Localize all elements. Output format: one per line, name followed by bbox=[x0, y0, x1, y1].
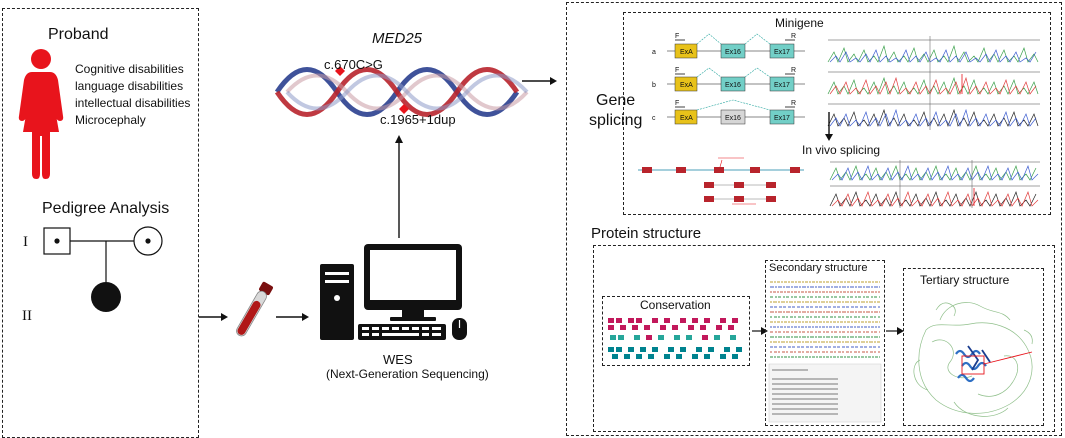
svg-text:Ex16: Ex16 bbox=[725, 82, 741, 89]
generation-I-label: I bbox=[23, 234, 28, 250]
father-carrier-dot bbox=[54, 238, 60, 244]
in-vivo-schematic bbox=[638, 157, 804, 205]
dna-helix bbox=[274, 66, 529, 117]
svg-text:R: R bbox=[791, 100, 796, 107]
variant-1-label: c.670C>G bbox=[324, 57, 383, 72]
gene-name: MED25 bbox=[372, 30, 423, 47]
conservation-title: Conservation bbox=[640, 298, 711, 312]
tertiary-structure-model bbox=[913, 302, 1033, 417]
svg-text:F: F bbox=[675, 100, 679, 107]
right-panel bbox=[566, 2, 1062, 436]
variant-2-marker bbox=[399, 104, 409, 114]
blood-tube-icon bbox=[236, 281, 273, 337]
svg-text:Ex17: Ex17 bbox=[774, 115, 790, 122]
pedigree-title: Pedigree Analysis bbox=[42, 200, 170, 217]
svg-text:b: b bbox=[652, 82, 656, 89]
gene-splicing-title-2: splicing bbox=[589, 112, 643, 129]
svg-text:ExA: ExA bbox=[680, 115, 693, 122]
tertiary-highlight-box bbox=[961, 355, 985, 375]
symptom-3: intellectual disabilities bbox=[75, 96, 191, 110]
arrow-to-blood bbox=[199, 313, 228, 321]
arrow-to-secondary bbox=[752, 327, 768, 335]
arrow-to-tertiary bbox=[886, 327, 904, 335]
mother-carrier-dot bbox=[145, 238, 151, 244]
svg-text:F: F bbox=[675, 67, 679, 74]
tertiary-structure-title: Tertiary structure bbox=[920, 273, 1010, 287]
generation-II-label: II bbox=[22, 308, 32, 324]
proband-title: Proband bbox=[48, 26, 109, 43]
pedigree-chart bbox=[43, 226, 163, 312]
row-a-letter: a bbox=[652, 49, 656, 56]
arrow-to-dna bbox=[395, 135, 403, 238]
svg-text:F: F bbox=[675, 33, 679, 40]
svg-text:ExA: ExA bbox=[680, 82, 693, 89]
gene-splicing-title-1: Gene bbox=[596, 92, 636, 109]
minigene-chromatograms bbox=[827, 36, 1040, 130]
secondary-structure-sequence bbox=[768, 281, 882, 423]
arrow-to-analysis bbox=[522, 77, 557, 85]
tertiary-structure-box bbox=[903, 268, 1044, 426]
svg-text:ExA: ExA bbox=[680, 49, 693, 56]
wes-sublabel: (Next-Generation Sequencing) bbox=[326, 367, 489, 381]
in-vivo-chromatograms bbox=[829, 160, 1040, 208]
affected-daughter-circle bbox=[91, 282, 121, 312]
wes-label: WES bbox=[383, 352, 413, 367]
arrow-to-computer bbox=[276, 313, 309, 321]
minigene-title: Minigene bbox=[775, 16, 824, 30]
secondary-structure-box bbox=[765, 260, 885, 426]
svg-text:R: R bbox=[791, 33, 796, 40]
symptom-2: language disabilities bbox=[75, 79, 184, 93]
in-vivo-title: In vivo splicing bbox=[802, 143, 881, 157]
svg-text:R: R bbox=[791, 67, 796, 74]
gene-splicing-box bbox=[623, 12, 1051, 215]
female-figure-icon bbox=[18, 49, 64, 179]
protein-title: Protein structure bbox=[591, 225, 702, 242]
conservation-alignment bbox=[608, 318, 742, 359]
conservation-box bbox=[602, 296, 750, 366]
computer-icon bbox=[320, 244, 467, 340]
variant-2-label: c.1965+1dup bbox=[380, 112, 456, 127]
arrow-to-in-vivo bbox=[825, 112, 833, 141]
svg-text:c: c bbox=[652, 115, 656, 122]
symptom-4: Microcephaly bbox=[75, 113, 146, 127]
svg-text:Ex16: Ex16 bbox=[725, 49, 741, 56]
secondary-structure-title: Secondary structure bbox=[769, 262, 868, 274]
variant-1-marker bbox=[335, 66, 345, 76]
protein-box bbox=[593, 245, 1055, 432]
svg-text:Ex16: Ex16 bbox=[725, 115, 741, 122]
father-square bbox=[43, 227, 71, 255]
svg-text:Ex17: Ex17 bbox=[774, 82, 790, 89]
svg-text:Ex17: Ex17 bbox=[774, 49, 790, 56]
symptom-1: Cognitive disabilities bbox=[75, 62, 184, 76]
